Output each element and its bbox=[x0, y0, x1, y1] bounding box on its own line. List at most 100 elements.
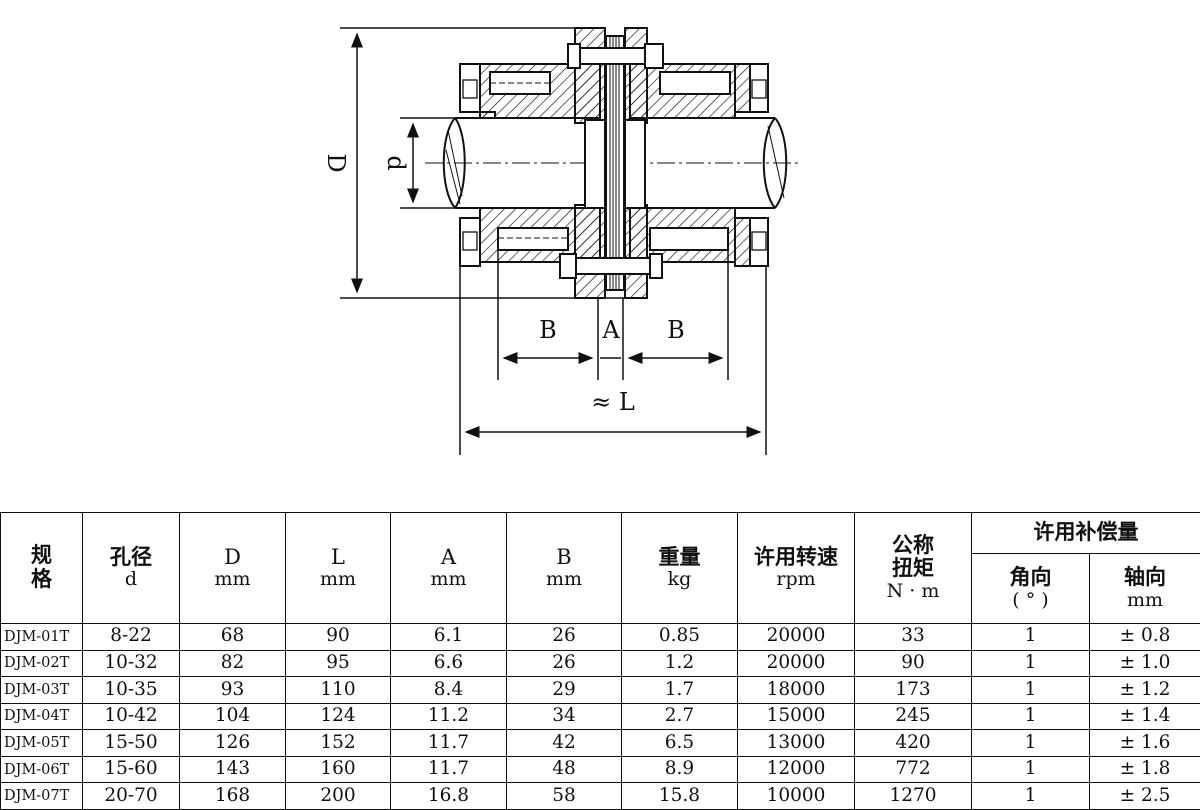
header-speed-title: 许用转速 bbox=[754, 544, 838, 569]
cell-L: 110 bbox=[285, 676, 391, 704]
cell-model: DJM-06T bbox=[0, 755, 83, 784]
cell-axial: ± 1.0 bbox=[1089, 649, 1200, 678]
cell-speed: 15000 bbox=[737, 702, 855, 731]
cell-weight: 2.7 bbox=[621, 702, 738, 731]
cell-B: 26 bbox=[506, 622, 622, 651]
cell-A: 11.2 bbox=[390, 702, 507, 731]
header-L-unit: mm bbox=[319, 568, 357, 591]
cell-angular: 1 bbox=[971, 782, 1090, 810]
header-L-title: L bbox=[331, 544, 345, 569]
cell-speed: 12000 bbox=[737, 755, 855, 784]
cell-D: 143 bbox=[179, 755, 286, 784]
cell-axial: ± 1.8 bbox=[1089, 755, 1200, 784]
header-D-title: D bbox=[224, 544, 241, 569]
cell-bore: 20-70 bbox=[82, 782, 180, 810]
cell-torque: 1270 bbox=[854, 782, 972, 810]
header-A: A mm bbox=[390, 512, 507, 624]
table-row: DJM-02T 10-32 82 95 6.6 26 1.2 20000 90 … bbox=[0, 649, 1200, 678]
cell-torque: 420 bbox=[854, 729, 972, 757]
cell-D: 68 bbox=[179, 622, 286, 651]
cell-speed: 20000 bbox=[737, 649, 855, 678]
cell-weight: 1.7 bbox=[621, 676, 738, 704]
cell-B: 42 bbox=[506, 729, 622, 757]
table-row: DJM-03T 10-35 93 110 8.4 29 1.7 18000 17… bbox=[0, 676, 1200, 704]
label-D: D bbox=[322, 153, 350, 172]
cell-angular: 1 bbox=[971, 755, 1090, 784]
header-compensation: 许用补偿量 bbox=[971, 512, 1200, 554]
cell-bore: 10-35 bbox=[82, 676, 180, 704]
cell-speed: 20000 bbox=[737, 622, 855, 651]
header-axial-title: 轴向 bbox=[1124, 564, 1166, 589]
cell-D: 168 bbox=[179, 782, 286, 810]
label-B-right: B bbox=[667, 316, 685, 344]
disc-pack bbox=[605, 35, 625, 291]
table-row: DJM-06T 15-60 143 160 11.7 48 8.9 12000 … bbox=[0, 755, 1200, 784]
header-axial-unit: mm bbox=[1126, 588, 1164, 611]
cell-D: 104 bbox=[179, 702, 286, 731]
cell-axial: ± 1.2 bbox=[1089, 676, 1200, 704]
cell-L: 160 bbox=[285, 755, 391, 784]
header-torque-unit: N · m bbox=[886, 579, 940, 602]
cell-A: 11.7 bbox=[390, 755, 507, 784]
label-B-left: B bbox=[539, 316, 557, 344]
cell-angular: 1 bbox=[971, 622, 1090, 651]
cell-B: 34 bbox=[506, 702, 622, 731]
cell-torque: 90 bbox=[854, 649, 972, 678]
cell-weight: 1.2 bbox=[621, 649, 738, 678]
cell-model: DJM-07T bbox=[0, 782, 83, 810]
cell-bore: 10-42 bbox=[82, 702, 180, 731]
header-bore-unit: d bbox=[124, 568, 138, 591]
dimension-BAB: B A B bbox=[497, 250, 729, 380]
header-spec-line2: 格 bbox=[31, 566, 52, 591]
cell-axial: ± 0.8 bbox=[1089, 622, 1200, 651]
header-L: L mm bbox=[285, 512, 391, 624]
header-weight: 重量 kg bbox=[621, 512, 738, 624]
cell-A: 16.8 bbox=[390, 782, 507, 810]
label-A: A bbox=[601, 316, 620, 344]
cell-speed: 10000 bbox=[737, 782, 855, 810]
header-D: D mm bbox=[179, 512, 286, 624]
cell-speed: 18000 bbox=[737, 676, 855, 704]
cell-bore: 8-22 bbox=[82, 622, 180, 651]
header-spec: 规 格 bbox=[0, 512, 83, 624]
cell-torque: 245 bbox=[854, 702, 972, 731]
cell-weight: 15.8 bbox=[621, 782, 738, 810]
cell-B: 48 bbox=[506, 755, 622, 784]
header-A-title: A bbox=[440, 544, 457, 569]
cell-L: 124 bbox=[285, 702, 391, 731]
header-angular-unit: ( ° ) bbox=[1012, 588, 1049, 611]
header-torque-title2: 扭矩 bbox=[892, 556, 934, 581]
cell-model: DJM-04T bbox=[0, 702, 83, 731]
dimension-L: ≈ L bbox=[459, 265, 767, 455]
header-weight-title: 重量 bbox=[658, 544, 701, 569]
cell-torque: 772 bbox=[854, 755, 972, 784]
cell-angular: 1 bbox=[971, 702, 1090, 731]
header-A-unit: mm bbox=[430, 568, 467, 591]
header-angular-title: 角向 bbox=[1009, 564, 1052, 589]
header-torque-title1: 公称 bbox=[892, 532, 934, 557]
cell-D: 126 bbox=[179, 729, 286, 757]
cell-A: 8.4 bbox=[390, 676, 507, 704]
header-axial: 轴向 mm bbox=[1089, 552, 1200, 624]
header-angular: 角向 ( ° ) bbox=[971, 552, 1090, 624]
cell-bore: 15-50 bbox=[82, 729, 180, 757]
dimension-d: d bbox=[382, 117, 460, 209]
header-B: B mm bbox=[506, 512, 622, 624]
cell-weight: 6.5 bbox=[621, 729, 738, 757]
cell-axial: ± 1.4 bbox=[1089, 702, 1200, 731]
bolts bbox=[459, 43, 769, 279]
cell-A: 6.6 bbox=[390, 649, 507, 678]
header-B-title: B bbox=[556, 544, 572, 569]
cell-axial: ± 2.5 bbox=[1089, 782, 1200, 810]
cell-torque: 33 bbox=[854, 622, 972, 651]
cell-L: 152 bbox=[285, 729, 391, 757]
header-B-unit: mm bbox=[545, 568, 583, 591]
cell-L: 90 bbox=[285, 622, 391, 651]
cell-B: 26 bbox=[506, 649, 622, 678]
table-body: DJM-01T 8-22 68 90 6.1 26 0.85 20000 33 … bbox=[0, 622, 1200, 810]
header-torque: 公称 扭矩 N · m bbox=[854, 512, 972, 624]
header-speed: 许用转速 rpm bbox=[737, 512, 855, 624]
cell-weight: 8.9 bbox=[621, 755, 738, 784]
header-spec-line1: 规 bbox=[31, 543, 52, 568]
header-bore: 孔径 d bbox=[82, 512, 180, 624]
